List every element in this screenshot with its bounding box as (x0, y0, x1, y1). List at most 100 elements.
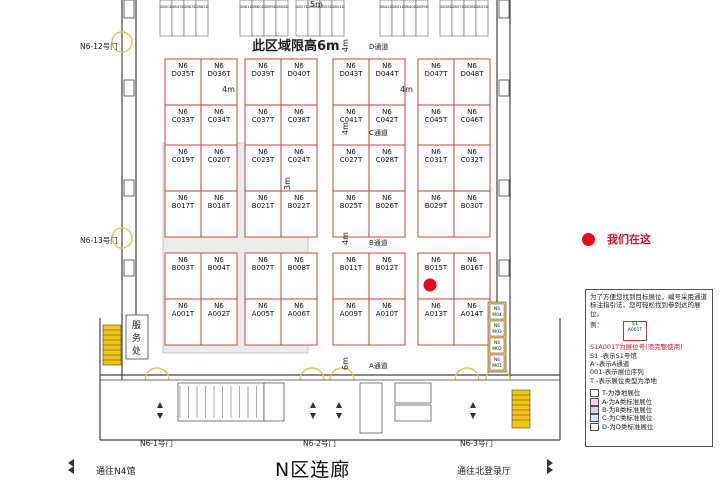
booth-hall: N6 (178, 194, 188, 202)
booth-hall: N6 (178, 302, 188, 310)
top-booth-code: D839D (415, 4, 428, 9)
gate-labels: N6-12号门 N6-13号门 N6-1号门 N6-2号门 N6-3号门 (80, 42, 493, 448)
legend-line: A -表示A通道 (590, 360, 630, 369)
booth-hall: N6 (178, 148, 188, 156)
gate-n6-13: N6-13号门 (80, 236, 118, 245)
booth-hall: N6 (346, 148, 356, 156)
booth-hall: N6 (467, 194, 477, 202)
booth-hall: N6 (214, 194, 224, 202)
booth-hall: N6 (214, 108, 224, 116)
color-swatch-icon (590, 406, 599, 415)
top-booth-D839D[interactable]: D839D (415, 0, 429, 37)
top-booth-D862D[interactable]: D862D (195, 0, 209, 37)
booth-hall: N6 (382, 148, 392, 156)
legend-line: T -表示展位类型为净地 (590, 376, 657, 385)
booth-code: B022T (288, 202, 311, 210)
booth-hall: N6 (431, 148, 441, 156)
booth-code: B026T (376, 202, 399, 210)
booth-code: D040T (287, 70, 311, 78)
svg-text:4m: 4m (400, 85, 413, 94)
color-swatch-icon (590, 389, 599, 398)
booth-hall: N6 (346, 256, 356, 264)
booth-hall: N6 (294, 62, 304, 70)
booth-hall: N6 (258, 194, 268, 202)
booth-code: C046T (461, 116, 484, 124)
top-booth-D835D[interactable]: D835D (475, 0, 489, 37)
booth-hall: N6 (258, 62, 268, 70)
booth-code: A010T (376, 310, 399, 318)
booth-code: C019T (172, 156, 195, 164)
booth-code: C027T (340, 156, 363, 164)
top-booth-D854D[interactable]: D854D (331, 0, 345, 37)
top-booth-code: D840D (403, 4, 416, 9)
gate-n6-12: N6-12号门 (80, 42, 118, 51)
gate-n6-3: N6-3号门 (460, 439, 493, 448)
legend-line: 001-表示展位序列 (590, 368, 644, 377)
booth-hall: N6 (294, 194, 304, 202)
top-booth-D858D[interactable]: D858D (275, 0, 289, 37)
svg-text:N6: N6 (494, 357, 500, 363)
exit-to-n4: 通往N4馆 (96, 467, 136, 477)
door-arcs (111, 31, 511, 381)
zone-title: N区连廊 (275, 459, 351, 481)
booth-code: D036T (207, 70, 231, 78)
legend-line: S1 -表示S1号馆 (590, 351, 637, 360)
booth-code: A001T (172, 310, 195, 318)
service-desk-text: 服 务 处 (132, 320, 141, 357)
top-booth-code: D861D (239, 4, 252, 9)
svg-text:N6: N6 (494, 306, 500, 312)
